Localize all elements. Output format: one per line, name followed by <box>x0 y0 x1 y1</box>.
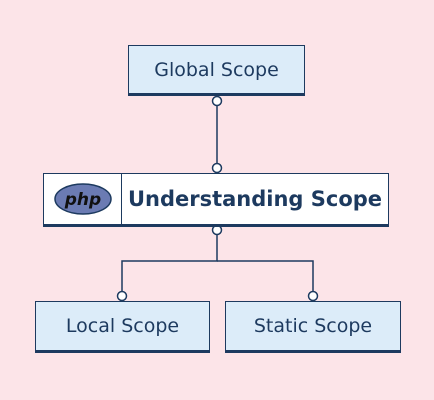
php-logo-icon: php <box>53 183 112 215</box>
node-global-scope-label: Global Scope <box>154 58 279 81</box>
connector-dot-root <box>211 95 223 107</box>
node-local-scope-label: Local Scope <box>65 315 180 337</box>
connector-dot-local <box>116 290 128 302</box>
node-understanding-scope-label: Understanding Scope <box>127 187 383 211</box>
node-global-scope: Global Scope <box>128 45 305 96</box>
node-local-scope: Local Scope <box>35 301 210 353</box>
connector-dot-static <box>307 290 319 302</box>
php-logo-text: php <box>63 190 100 210</box>
php-logo-cell: php <box>44 174 122 224</box>
connector-center-static <box>217 260 314 296</box>
node-understanding-scope: php Understanding Scope <box>43 173 389 227</box>
node-static-scope: Static Scope <box>225 301 401 353</box>
connector-dot-center-top <box>211 162 223 174</box>
node-static-scope-label: Static Scope <box>253 315 373 337</box>
connector-center-children <box>121 230 218 296</box>
